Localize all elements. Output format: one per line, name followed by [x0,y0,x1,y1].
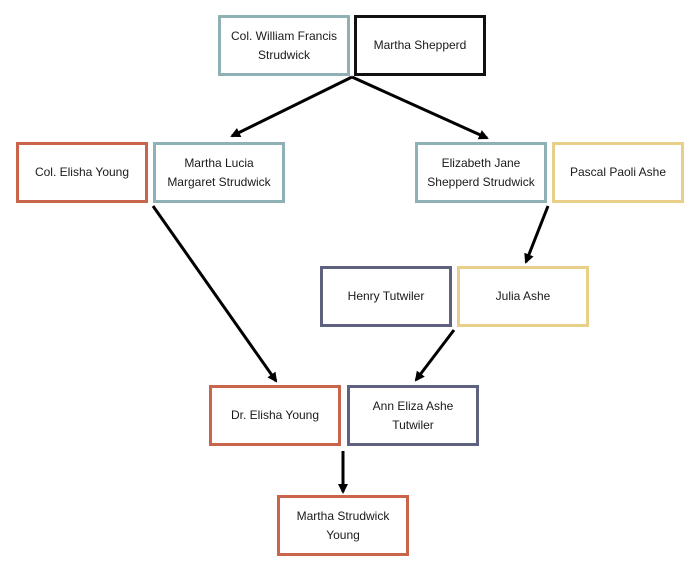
person-name: Dr. Elisha Young [230,408,320,422]
person-name: Col. William Francis Strudwick [230,28,337,62]
person-box-william-strudwick: Col. William Francis Strudwick [218,15,350,76]
person-box-dr-elisha-young: Dr. Elisha Young [209,385,341,446]
person-box-henry-tutwiler: Henry Tutwiler [320,266,452,327]
arrow-julia-to-ann-eliza [414,329,456,382]
person-box-martha-strudwick-young: Martha Strudwick Young [277,495,409,556]
person-name: Col. Elisha Young [34,165,130,179]
person-name: Ann Eliza Ashe Tutwiler [372,398,454,432]
arrow-martha-lucia-to-dr-elisha [151,205,278,383]
person-name: Pascal Paoli Ashe [569,165,667,179]
person-box-martha-shepperd: Martha Shepperd [354,15,486,76]
person-box-pascal-paoli-ashe: Pascal Paoli Ashe [552,142,684,203]
person-box-col-elisha-young: Col. Elisha Young [16,142,148,203]
person-name: Martha Lucia Margaret Strudwick [167,155,271,189]
arrow-pascal-to-julia [524,205,550,264]
person-box-ann-eliza-tutwiler: Ann Eliza Ashe Tutwiler [347,385,479,446]
person-box-elizabeth-jane-strudwick: Elizabeth Jane Shepperd Strudwick [415,142,547,203]
person-name: Elizabeth Jane Shepperd Strudwick [427,155,535,189]
person-name: Martha Shepperd [373,38,467,52]
arrow-parents-to-elizabeth-jane [351,75,489,140]
person-box-martha-lucia-strudwick: Martha Lucia Margaret Strudwick [153,142,285,203]
person-name: Martha Strudwick Young [296,508,390,542]
person-name: Henry Tutwiler [347,289,425,303]
person-name: Julia Ashe [495,289,551,303]
arrow-parents-to-martha-lucia [230,75,353,138]
person-box-julia-ashe: Julia Ashe [457,266,589,327]
